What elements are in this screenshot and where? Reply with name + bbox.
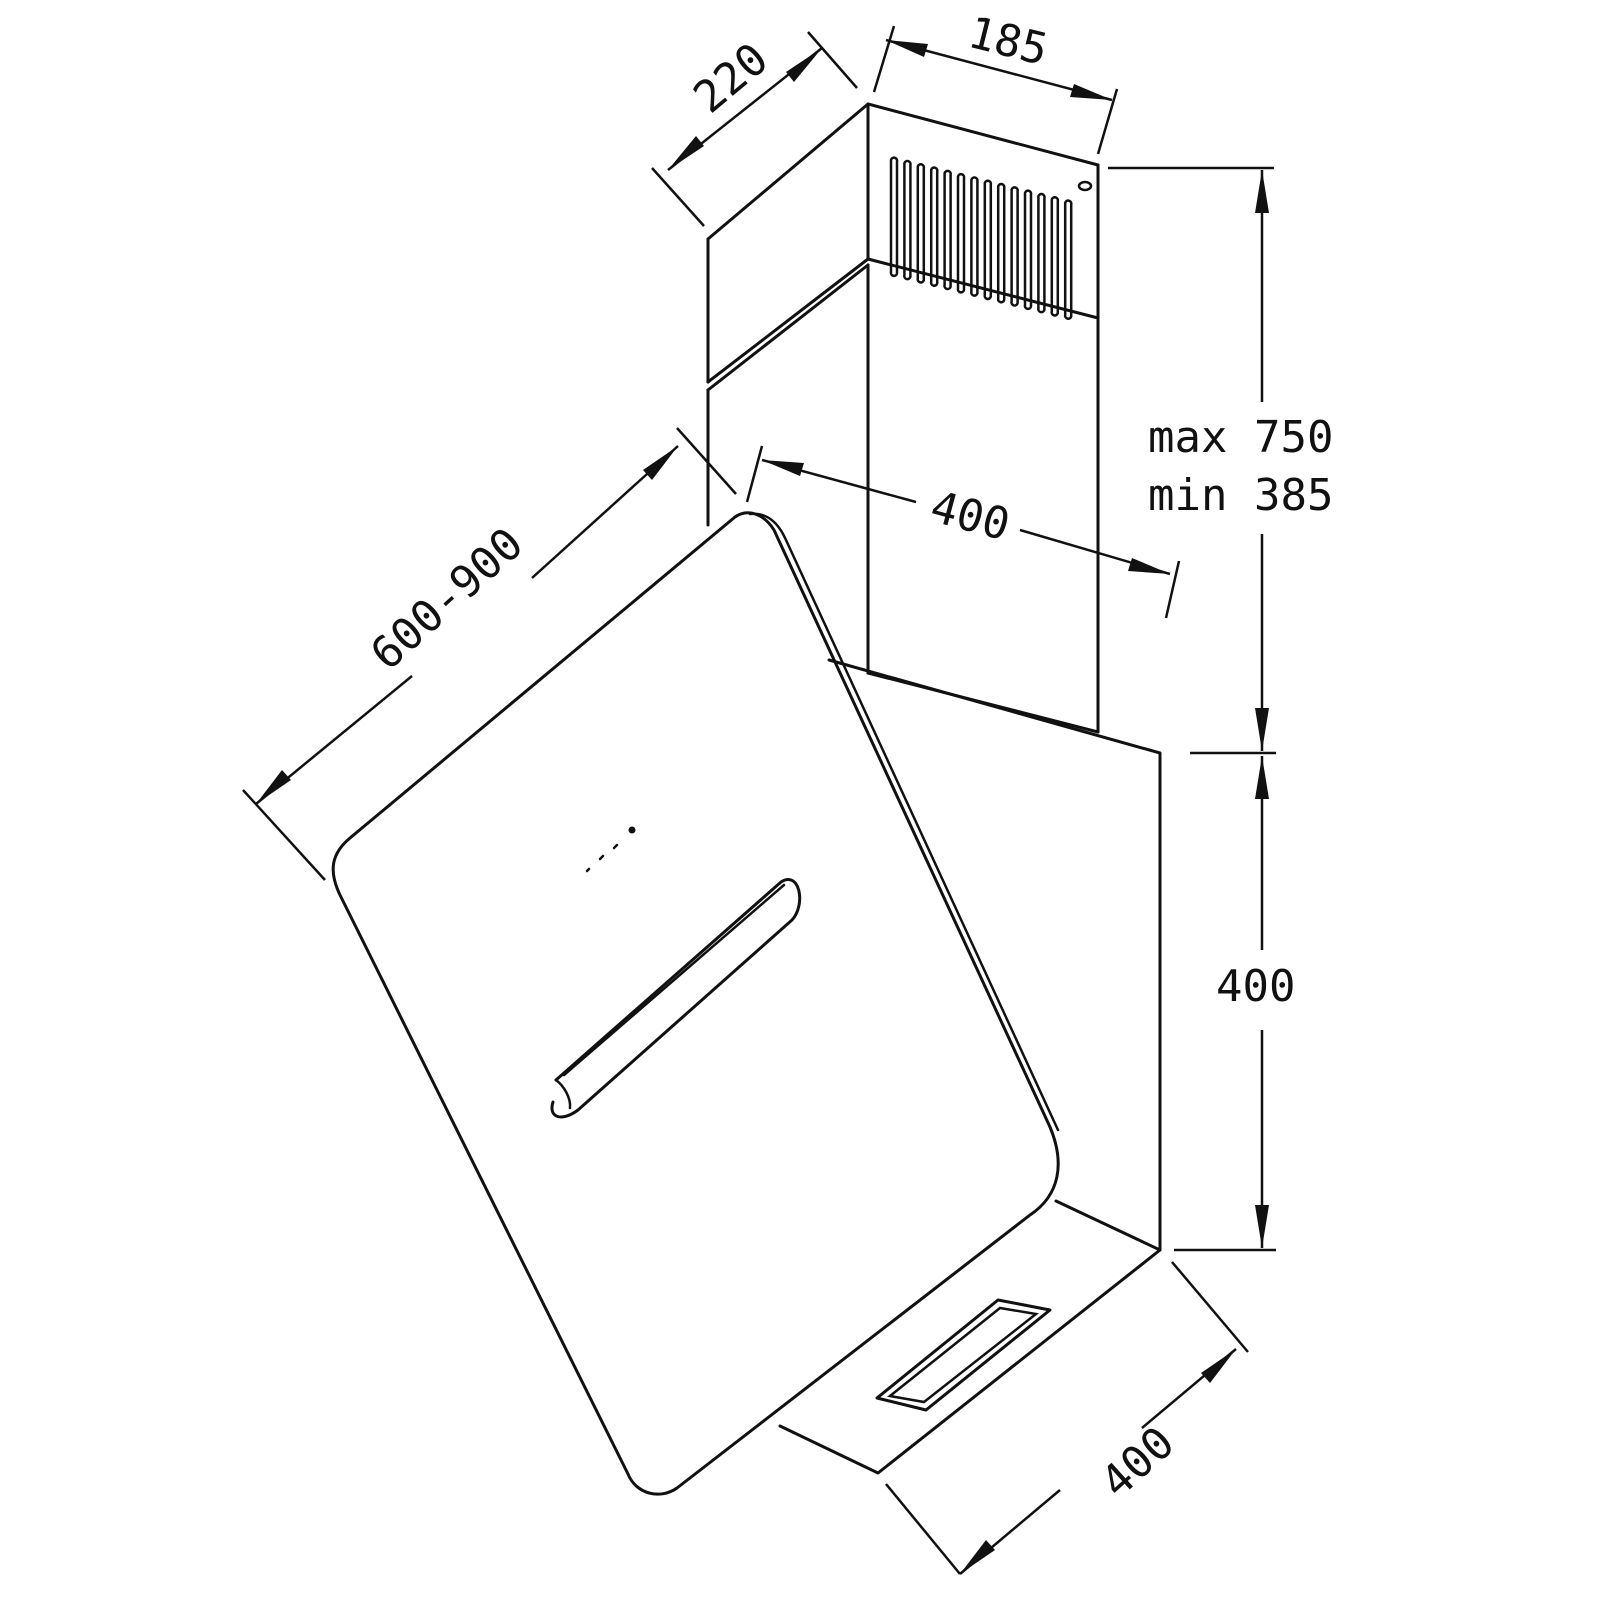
chimney-screw: [1077, 180, 1093, 192]
dim-min-385-label: min 385: [1148, 470, 1333, 521]
underside-light: [875, 1298, 1052, 1412]
dim-600-900-label: 600-900: [361, 518, 533, 680]
dim-220-label: 220: [684, 33, 778, 123]
vent-slot: [970, 176, 979, 297]
vent-slot: [916, 163, 926, 284]
vent-slot: [956, 172, 966, 294]
vent-slot: [983, 179, 993, 301]
dim-chimney-depth: 220: [651, 31, 858, 227]
vent-slot: [1023, 189, 1033, 311]
dim-400-height-label: 400: [1216, 961, 1295, 1012]
dim-185-label: 185: [963, 7, 1052, 76]
vent-slots: [889, 156, 1073, 320]
vent-slot: [1063, 199, 1073, 320]
control-indicator-dots: [585, 826, 636, 873]
glass-panel: [331, 511, 1060, 1496]
vent-slot: [996, 182, 1006, 304]
vent-slot: [929, 166, 939, 287]
dim-body-height: 400: [1174, 756, 1295, 1252]
vent-slot: [943, 169, 952, 291]
vent-slot: [903, 159, 912, 281]
dim-400-depth-label: 400: [1091, 1417, 1184, 1508]
hood-body: [778, 658, 1162, 1475]
dim-chimney-height: max 750 min 385: [1108, 166, 1333, 755]
glass-handle: [550, 878, 802, 1119]
dim-chimney-width: 185: [872, 7, 1119, 155]
dim-top-width: 400: [745, 445, 1181, 619]
dim-max-750-label: max 750: [1148, 412, 1333, 463]
vent-slot: [1010, 186, 1019, 307]
dim-400-top-label: 400: [925, 481, 1015, 551]
chimney-upper-section: [706, 102, 1100, 384]
vent-slot: [1050, 196, 1060, 317]
dim-body-depth: 400: [885, 1261, 1249, 1575]
vent-slot: [1037, 192, 1046, 314]
vent-slot: [889, 156, 899, 278]
dim-glass-panel-length: 600-900: [242, 427, 737, 881]
